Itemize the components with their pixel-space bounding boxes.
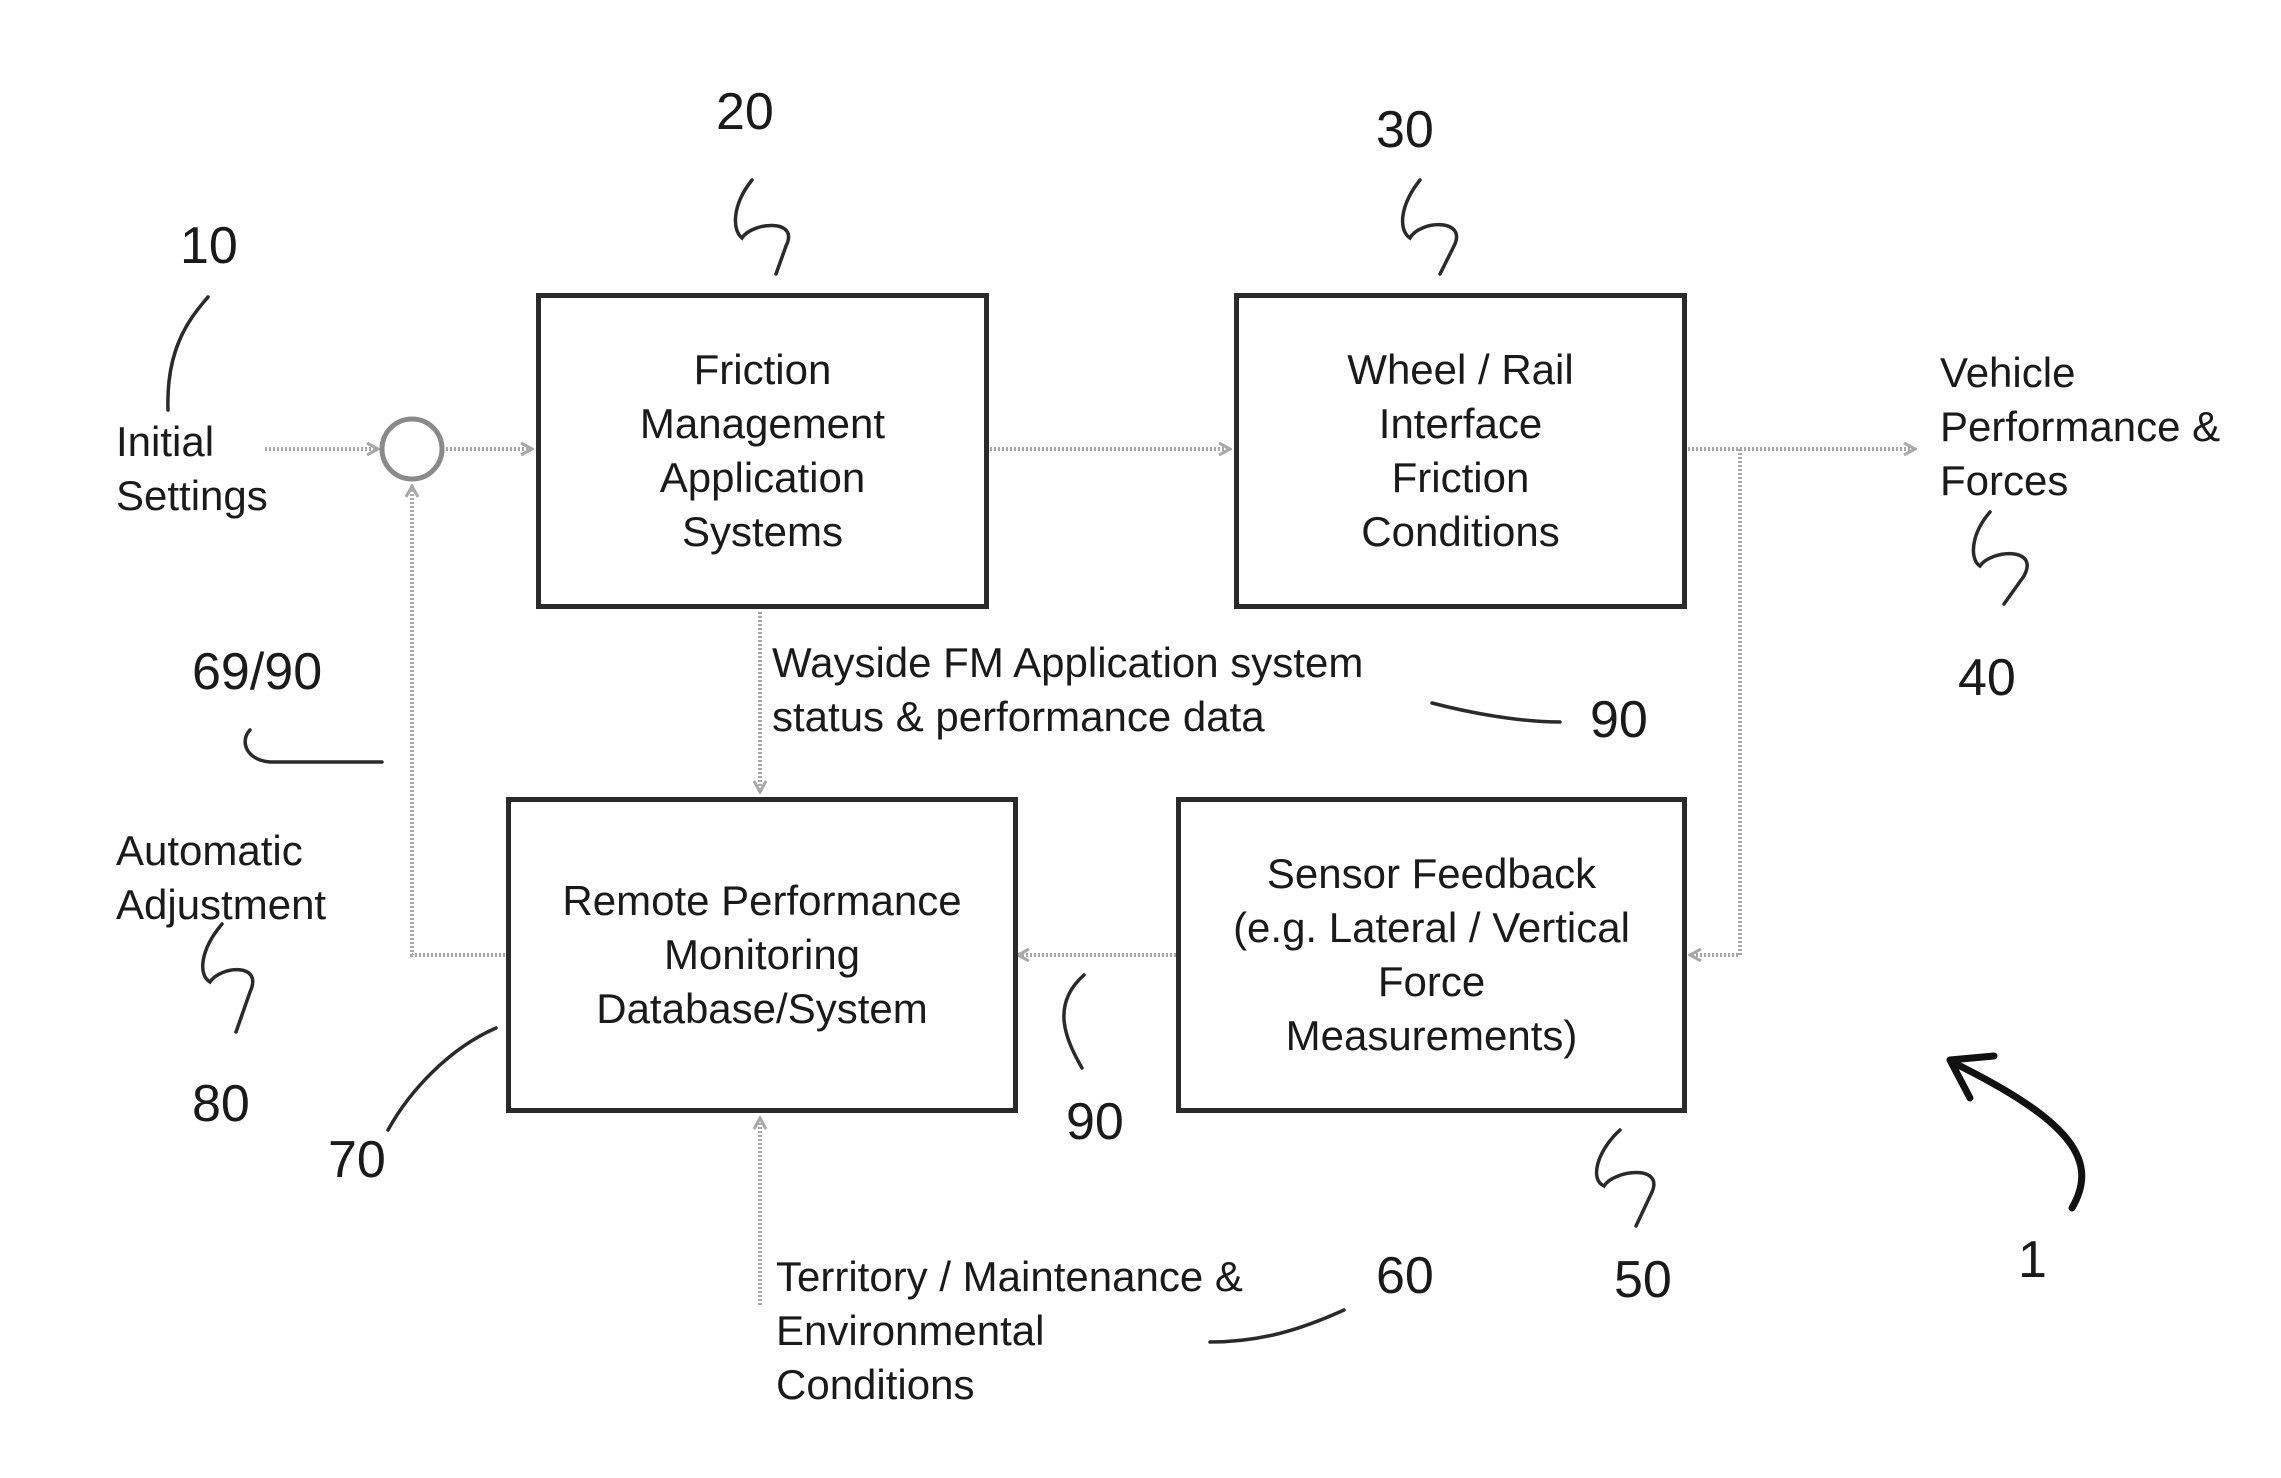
ref-10: 10: [180, 216, 238, 276]
wire-to-sensor: [1690, 449, 1740, 955]
leader-90-bottom: [1064, 975, 1084, 1068]
block-sensor-feedback-text: Sensor Feedback (e.g. Lateral / Vertical…: [1233, 847, 1630, 1063]
ref-90-bottom: 90: [1066, 1092, 1124, 1152]
leader-40: [1973, 512, 2027, 604]
ref-20: 20: [716, 82, 774, 142]
label-wayside-status: Wayside FM Application system status & p…: [772, 636, 1363, 744]
leader-70: [388, 1028, 496, 1130]
leader-80: [203, 924, 253, 1032]
block-friction-management-text: Friction Management Application Systems: [640, 343, 885, 559]
label-vehicle-performance: Vehicle Performance & Forces: [1940, 346, 2220, 508]
leader-20: [735, 180, 788, 274]
block-sensor-feedback: Sensor Feedback (e.g. Lateral / Vertical…: [1176, 797, 1687, 1113]
block-wheel-rail-interface: Wheel / Rail Interface Friction Conditio…: [1234, 293, 1687, 609]
label-automatic-adjustment: Automatic Adjustment: [116, 824, 326, 932]
block-remote-performance-text: Remote Performance Monitoring Database/S…: [562, 874, 961, 1036]
wire-remote-to-sum: [412, 486, 505, 955]
leader-30: [1403, 180, 1457, 274]
label-initial-settings: Initial Settings: [116, 415, 268, 523]
block-wheel-rail-interface-text: Wheel / Rail Interface Friction Conditio…: [1347, 343, 1573, 559]
label-territory: Territory / Maintenance & Environmental …: [776, 1250, 1243, 1412]
leader-10: [168, 297, 208, 410]
ref-60: 60: [1376, 1246, 1434, 1306]
leader-90-top: [1432, 703, 1560, 722]
ref-70: 70: [328, 1130, 386, 1190]
leader-50: [1597, 1130, 1654, 1226]
ref-30: 30: [1376, 100, 1434, 160]
summing-junction: [382, 419, 442, 479]
ref-50: 50: [1614, 1250, 1672, 1310]
ref-90-top: 90: [1590, 690, 1648, 750]
block-remote-performance: Remote Performance Monitoring Database/S…: [506, 797, 1018, 1113]
ref-69-90: 69/90: [192, 642, 322, 702]
ref-80: 80: [192, 1074, 250, 1134]
ref-1-arrow: [1950, 1056, 2082, 1208]
ref-1: 1: [2018, 1230, 2047, 1290]
ref-40: 40: [1958, 648, 2016, 708]
leader-69-90: [245, 730, 382, 762]
block-friction-management: Friction Management Application Systems: [536, 293, 989, 609]
